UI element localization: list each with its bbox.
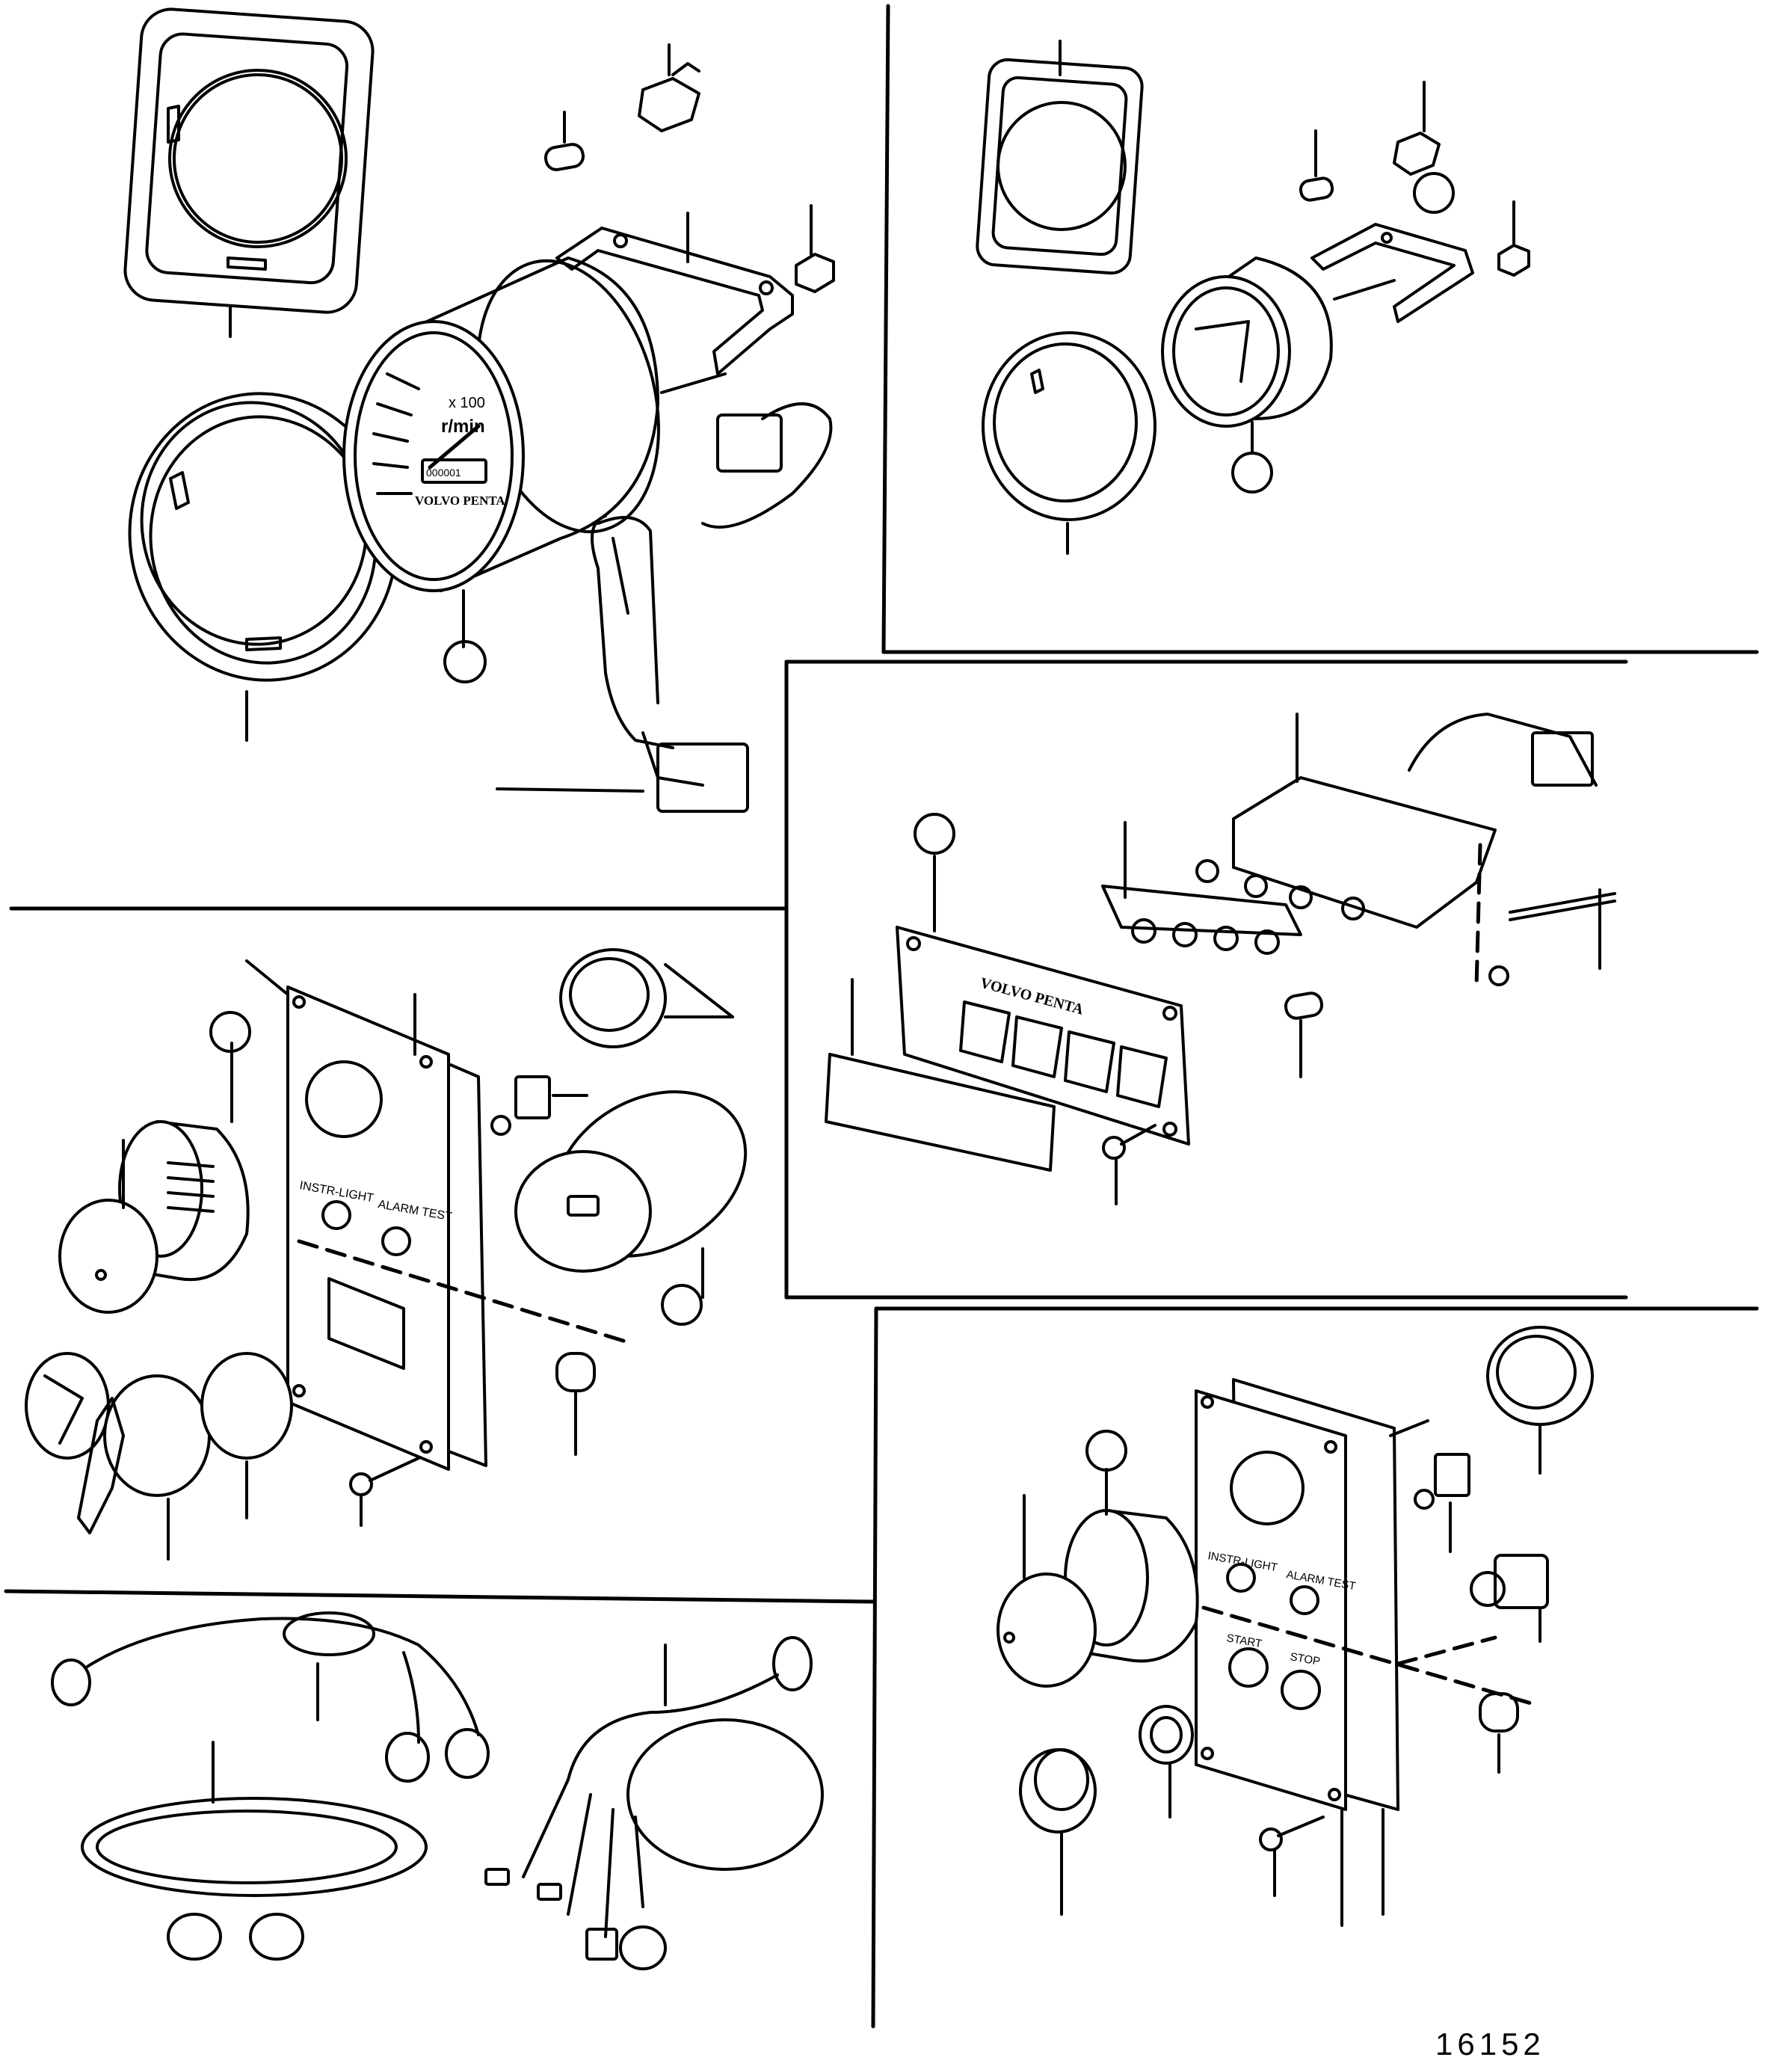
y-cable: [51, 1611, 490, 1783]
toggle-switch-left: [490, 1075, 588, 1136]
alarm-unit-group: VOLVO PENTA: [825, 713, 1616, 1205]
square-bezel-small: [976, 40, 1144, 275]
extension-cable: [81, 1741, 428, 1961]
tachometer-unit: r/min: [441, 416, 485, 437]
long-bolt: [1488, 888, 1616, 986]
start-switch-left: [514, 1090, 748, 1326]
dashed-connector-alarm: [1474, 843, 1482, 989]
main-harness: [484, 1636, 824, 1970]
square-bezel-large: [123, 7, 375, 338]
mounting-bracket-large: [555, 212, 794, 375]
ignition-switch-left: [25, 1352, 293, 1561]
panel-plate-right: [1195, 1378, 1429, 1811]
panel-plate-left: [245, 959, 487, 1471]
tachometer-group: x 100 r/min 000001 VOLVO PENTA: [123, 7, 835, 813]
alarm-bulb: [1284, 992, 1324, 1078]
small-gauge-body: [1161, 172, 1455, 494]
washer-right: [1139, 1705, 1194, 1819]
start-button-right: [1019, 1748, 1097, 1916]
bulb-holder: [638, 43, 700, 132]
push-switch-right: [1470, 1554, 1549, 1643]
wiring-harness-small: [496, 402, 833, 813]
alarm-screw: [1102, 1124, 1156, 1205]
lens-plate: [825, 978, 1056, 1172]
gauge-ring-bottom-right: [1486, 1326, 1594, 1475]
bulb: [543, 111, 585, 171]
dashed-connector-left: [297, 1239, 630, 1344]
plug-left: [555, 1352, 596, 1456]
bulb-2: [1299, 129, 1334, 202]
dashed-connector-right: [1201, 1605, 1538, 1707]
section-dividers: [4, 4, 1759, 2029]
mounting-bracket-small: [1310, 223, 1474, 323]
buzzer-right: [997, 1430, 1199, 1688]
control-module: [1195, 713, 1598, 929]
gauge-ring-mid: [559, 948, 734, 1048]
tachometer-body: [342, 256, 727, 683]
nut-small: [795, 204, 835, 293]
alarm-front-plate: [896, 813, 1190, 1146]
bulb-holder-2: [1393, 81, 1441, 176]
tachometer-brand: VOLVO PENTA: [415, 494, 505, 508]
instrument-panel-left-group: INSTR-LIGHT ALARM TEST: [25, 948, 748, 1561]
nut-small-2: [1497, 200, 1530, 277]
lamp-strip: [1101, 821, 1302, 955]
figure-number: 16152: [1435, 2026, 1545, 2062]
small-gauge-group: [976, 40, 1530, 555]
tachometer-odometer: 000001: [426, 467, 461, 479]
panel-screw-right: [1259, 1808, 1384, 1927]
buzzer-left: [58, 1011, 251, 1314]
front-ring-small: [982, 331, 1156, 555]
cable-group: [51, 1611, 824, 1970]
plug-right: [1479, 1692, 1519, 1774]
tachometer-scale: x 100: [449, 395, 485, 411]
toggle-switch-right: [1414, 1453, 1470, 1553]
panel-right-stop: STOP: [1289, 1650, 1321, 1668]
instrument-panel-right-group: INSTR-LIGHT ALARM TEST START STOP: [997, 1326, 1594, 1927]
panel-screw-left: [349, 1457, 420, 1527]
